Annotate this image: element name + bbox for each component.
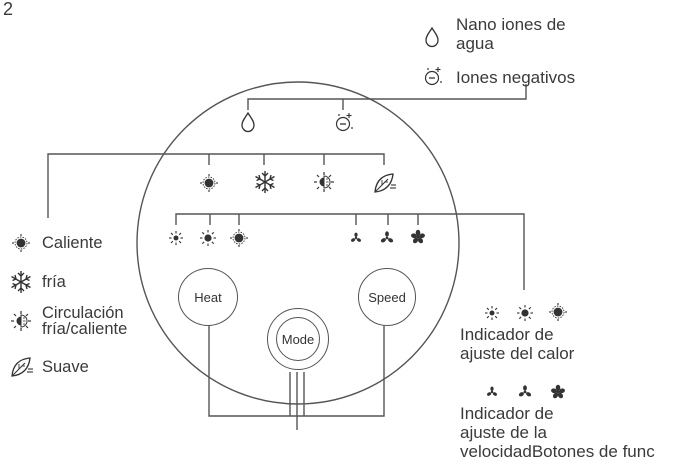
panel-outline xyxy=(136,81,460,405)
speed-button[interactable]: Speed xyxy=(358,268,416,326)
soft-legend-icon xyxy=(11,357,34,377)
mode-button-label: Mode xyxy=(281,331,315,347)
negative-ion-label: Iones negativos xyxy=(456,68,576,87)
heat-legend-2-icon xyxy=(516,304,534,322)
speed-legend-3-icon xyxy=(550,384,566,400)
negative-ion-icon xyxy=(335,112,354,132)
circulation-mode-icon xyxy=(313,171,335,193)
hot-label: Caliente xyxy=(42,234,103,252)
heat-level-3-icon xyxy=(229,228,249,248)
speed-level-1-icon xyxy=(350,232,362,243)
soft-label: Suave xyxy=(42,358,89,376)
cold-label: fría xyxy=(42,273,66,291)
water-ion-label: Nano iones de agua xyxy=(456,15,566,53)
mode-button-ring: Mode xyxy=(276,317,320,361)
soft-mode-icon xyxy=(374,173,397,193)
speed-level-2-icon xyxy=(380,231,394,244)
circulation-legend-icon xyxy=(10,310,32,332)
speed-legend-2-icon xyxy=(518,385,532,398)
heat-legend-3-icon xyxy=(548,302,568,322)
circulation-label: Circulación fría/caliente xyxy=(42,304,128,338)
heat-level-2-icon xyxy=(199,229,217,247)
hot-mode-icon xyxy=(199,173,219,193)
figure-number: 2 xyxy=(3,0,14,19)
connector-lines xyxy=(47,84,527,430)
heat-level-1-icon xyxy=(168,230,184,246)
heat-button[interactable]: Heat xyxy=(178,268,238,326)
water-drop-icon xyxy=(241,112,255,133)
hot-legend-icon xyxy=(11,233,31,253)
cold-mode-icon xyxy=(254,170,276,194)
speed-level-3-icon xyxy=(410,229,426,245)
negative-ion-icon xyxy=(424,66,443,86)
cold-legend-icon xyxy=(10,270,32,294)
heat-legend-1-icon xyxy=(484,305,500,321)
water-drop-icon xyxy=(425,27,439,48)
speed-legend-1-icon xyxy=(486,386,498,397)
speed-indicator-label: Indicador de ajuste de la velocidadBoton… xyxy=(460,404,655,461)
mode-button[interactable]: Mode xyxy=(267,308,329,370)
heat-indicator-label: Indicador de ajuste del calor xyxy=(460,325,575,363)
